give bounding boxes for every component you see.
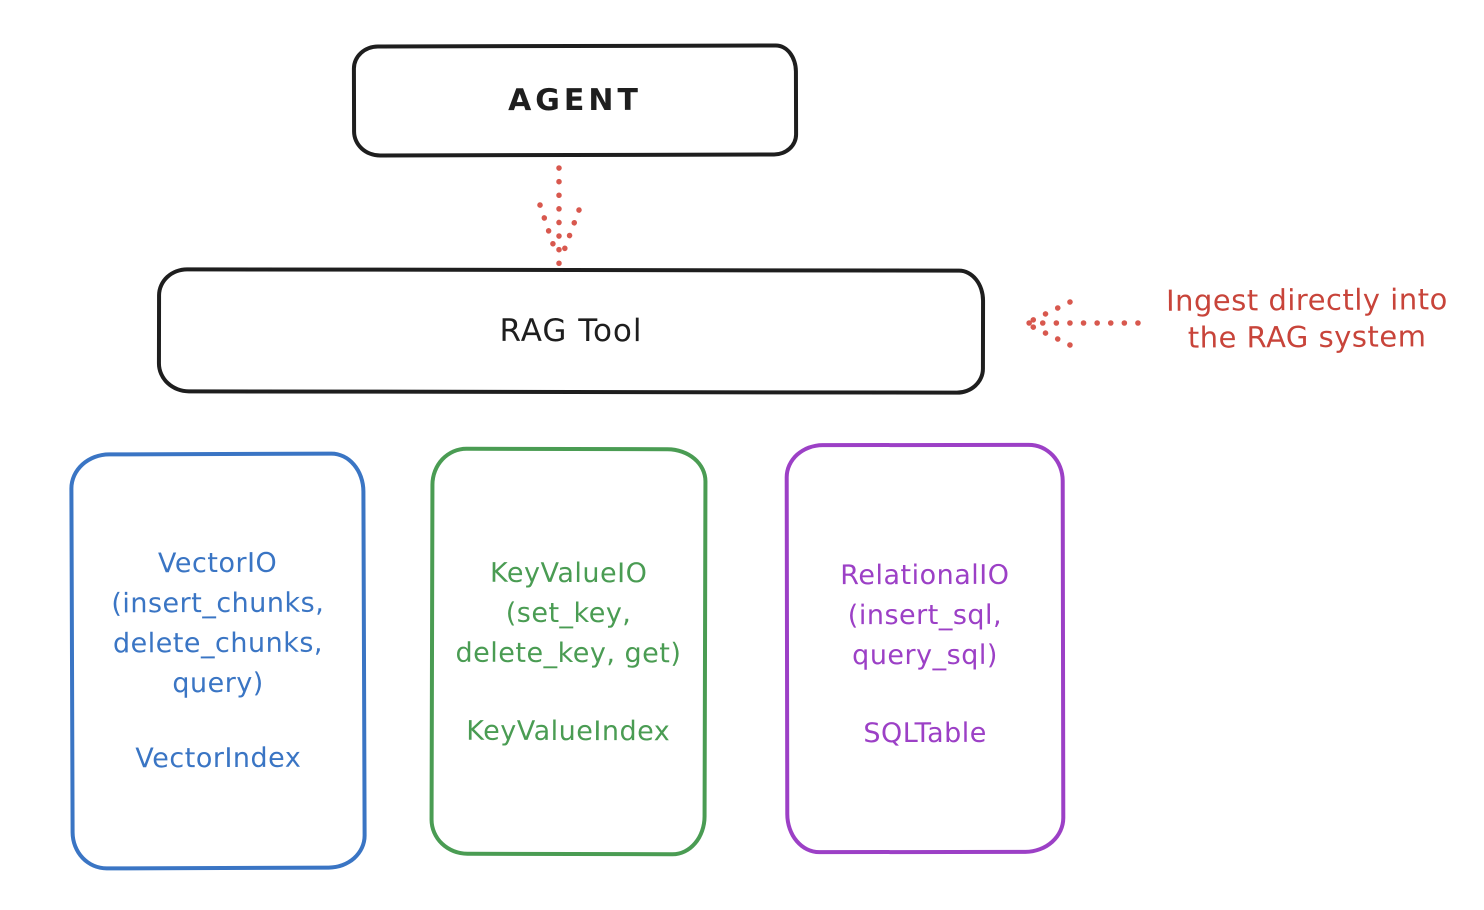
vector-io-card: VectorIO (insert_chunks, delete_chunks, … [69,451,367,871]
agent-to-rag-arrow [537,165,582,267]
keyvalue-io-title-line: (set_key, [505,597,632,630]
vector-io-title-line: (insert_chunks, [111,587,325,620]
keyvalue-io-title-line: KeyValueIO [490,557,648,590]
rag-tool-node-label: RAG Tool [499,312,643,350]
annotation-to-rag-arrow [1025,299,1141,348]
keyvalue-io-card: KeyValueIO (set_key, delete_key, get) Ke… [429,446,708,857]
ingest-annotation-line1: Ingest directly into [1165,282,1448,318]
relational-io-title-line: query_sql) [852,639,998,672]
agent-node-label: AGENT [508,82,642,119]
keyvalue-io-title-line: delete_key, get) [455,637,682,670]
sql-table-label: SQLTable [863,717,987,750]
vector-io-title-line: delete_chunks, [112,627,324,660]
vector-io-title-line: query) [172,667,264,700]
vector-io-title-line: VectorIO [157,547,278,580]
relational-io-title-line: (insert_sql, [847,599,1003,632]
ingest-annotation-line2: the RAG system [1187,319,1427,355]
keyvalue-index-label: KeyValueIndex [466,715,671,748]
vector-index-label: VectorIndex [135,742,302,775]
rag-tool-node: RAG Tool [156,267,986,395]
agent-node: AGENT [351,43,799,158]
ingest-annotation: Ingest directly into the RAG system [1140,281,1474,357]
relational-io-title-line: RelationalIO [840,559,1010,592]
relational-io-card: RelationalIO (insert_sql, query_sql) SQL… [784,442,1066,855]
